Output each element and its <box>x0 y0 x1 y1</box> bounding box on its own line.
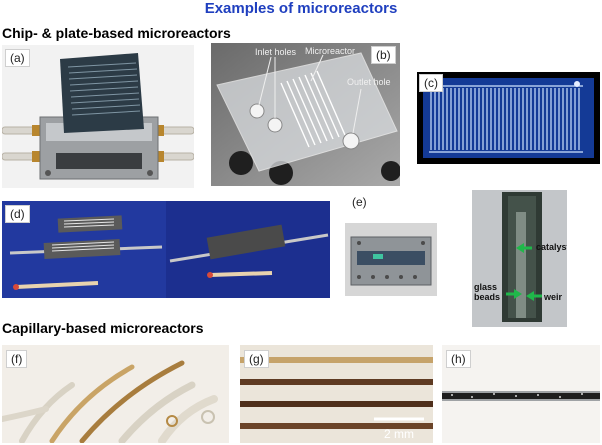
glass-microreactor-illustration <box>211 43 400 186</box>
scale-bar-label: 2 mm <box>384 427 414 441</box>
panel-label-f: (f) <box>6 350 28 368</box>
annotation-microreactor: Microreactor <box>305 46 356 56</box>
panel-label-e: (e) <box>352 195 367 209</box>
packed-capillary-illustration <box>442 345 600 443</box>
photo-panel-f: (f) <box>2 345 229 443</box>
annotation-inlet-holes: Inlet holes <box>255 47 297 57</box>
serpentine-chip-illustration <box>417 72 600 164</box>
packed-bed-holder-illustration <box>345 223 437 296</box>
chip-holder-illustration <box>2 45 194 188</box>
photo-panel-b: Inlet holes Microreactor Outlet hole (b) <box>211 43 400 186</box>
panel-label-g: (g) <box>244 350 269 368</box>
page-title: Examples of microreactors <box>204 0 398 17</box>
photo-panel-h: (h) <box>442 345 600 443</box>
section-heading-capillary: Capillary-based microreactors <box>2 320 204 336</box>
annotation-catalyst: catalyst <box>536 242 567 252</box>
panel-label-a: (a) <box>5 49 30 67</box>
plate-reactors-illustration <box>2 201 330 298</box>
photo-panel-d: (d) <box>2 201 330 298</box>
panel-label-d: (d) <box>5 205 30 223</box>
section-heading-chip: Chip- & plate-based microreactors <box>2 25 231 41</box>
capillary-tubes-illustration <box>2 345 229 443</box>
photo-panel-c: (c) <box>417 72 600 164</box>
panel-label-b: (b) <box>371 46 396 64</box>
annotation-glass-beads: glass beads <box>474 282 501 302</box>
panel-label-h: (h) <box>446 350 471 368</box>
photo-panel-a: (a) <box>2 45 194 188</box>
photo-panel-g: 2 mm (g) <box>240 345 433 443</box>
annotation-outlet-hole: Outlet hole <box>347 77 391 87</box>
panel-label-c: (c) <box>419 74 443 92</box>
glass-capillaries-illustration <box>240 345 433 443</box>
photo-panel-e-column: catalyst glass beads weir <box>472 190 567 327</box>
catalyst-column-illustration <box>472 190 567 327</box>
photo-panel-e <box>345 223 437 296</box>
annotation-weir: weir <box>544 292 563 302</box>
